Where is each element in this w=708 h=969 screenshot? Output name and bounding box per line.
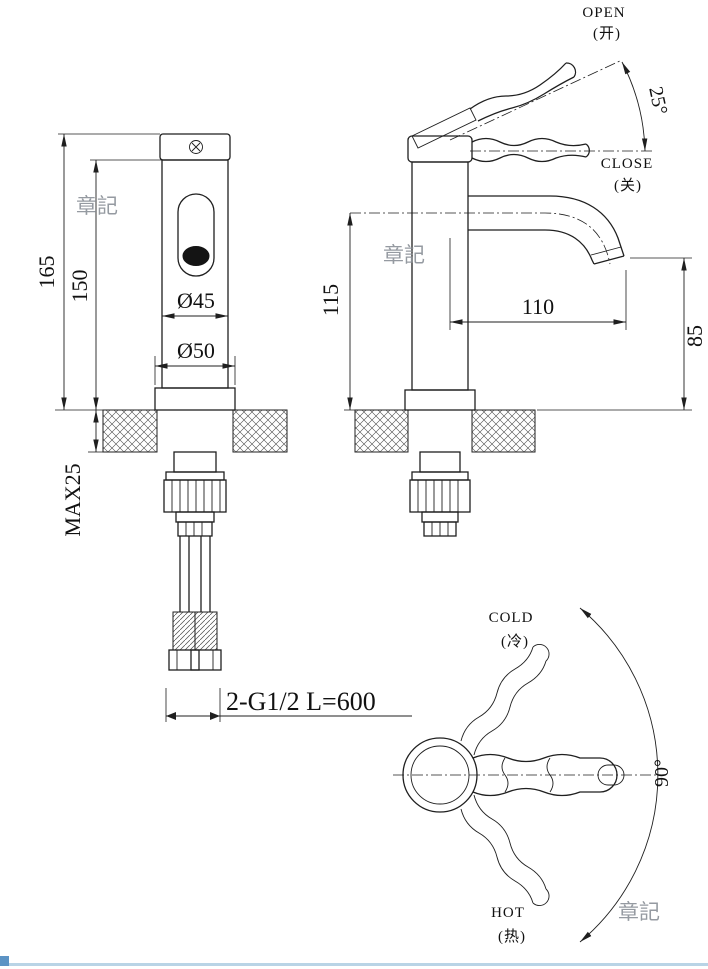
dim-hose-spec: 2-G1/2 L=600: [165, 687, 412, 722]
cold-cn-label: (冷): [501, 633, 529, 650]
angle-90-label: 90°: [651, 759, 673, 787]
angle-90-arc: 90°: [579, 607, 673, 943]
dim-165-label: 165: [34, 256, 59, 289]
dim-165: 165: [34, 133, 160, 411]
dim-d45: Ø45: [161, 284, 229, 322]
open-cn-label: (开): [593, 26, 621, 42]
dim-max25-label: MAX25: [60, 463, 85, 536]
front-view: 165 150 MAX25 Ø45 Ø50: [34, 133, 412, 722]
watermark-top: 章記: [618, 900, 660, 924]
watermark-front: 章記: [76, 194, 118, 218]
close-cn-label: (关): [614, 177, 642, 194]
dim-d50: Ø50: [154, 338, 236, 385]
handle-ghost-cold: [460, 644, 550, 756]
handle-open: [449, 59, 623, 141]
dim-115: 115: [318, 213, 357, 411]
deck-hatch-left: [102, 409, 158, 453]
handle-close: [470, 137, 652, 163]
hose-spec-label: 2-G1/2 L=600: [226, 687, 376, 716]
angle-25-arc: 25°: [621, 61, 672, 152]
top-view: 90° COLD (冷) HOT (热): [393, 607, 673, 945]
dim-110-label: 110: [522, 294, 554, 319]
dim-115-label: 115: [318, 284, 343, 316]
spout: [350, 195, 625, 265]
dim-85-label: 85: [682, 325, 707, 347]
side-view: 25° OPEN (开) CLOSE (关) 1: [318, 5, 707, 537]
cold-label: COLD: [489, 610, 534, 626]
dim-110: 110: [449, 238, 627, 330]
handle-top: [393, 753, 660, 797]
handle-ghost-hot: [460, 794, 550, 906]
angle-25-label: 25°: [644, 85, 671, 117]
scan-corner-mark: [0, 956, 9, 966]
dim-d45-label: Ø45: [177, 288, 215, 313]
watermark-side: 章記: [383, 243, 425, 267]
handle-base-open: [411, 107, 477, 149]
dim-150-label: 150: [67, 270, 92, 303]
scan-edge-line: [0, 963, 708, 966]
dim-85: 85: [537, 257, 707, 411]
deck-hatch-right: [232, 409, 288, 453]
open-label: OPEN: [582, 5, 625, 21]
dim-max25: MAX25: [60, 410, 103, 537]
dim-150: 150: [67, 159, 162, 410]
close-label: CLOSE: [601, 156, 654, 172]
hot-cn-label: (热): [498, 928, 526, 945]
supply-hoses: [179, 536, 211, 612]
hot-label: HOT: [491, 905, 525, 921]
dim-d50-label: Ø50: [177, 338, 215, 363]
